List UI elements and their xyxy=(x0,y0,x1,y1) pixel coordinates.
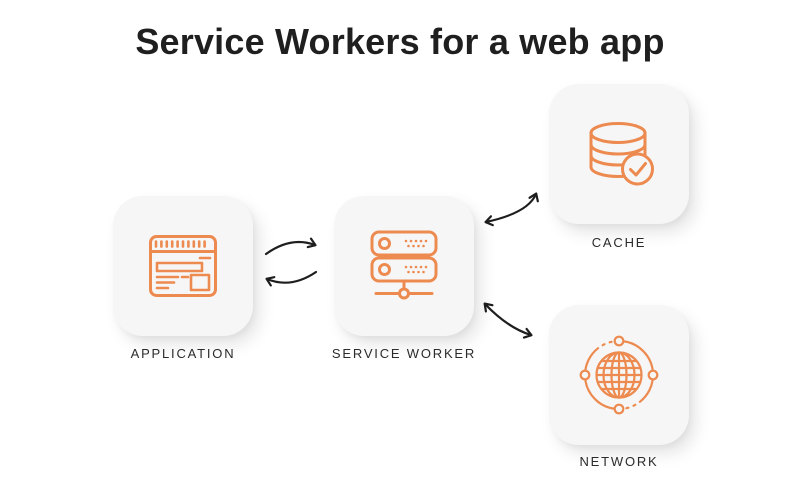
node-service-worker xyxy=(334,196,474,336)
checkmark-icon xyxy=(629,162,647,177)
server-stack-icon xyxy=(368,230,440,302)
label-cache: CACHE xyxy=(591,235,647,250)
database-check-icon xyxy=(584,120,654,188)
arrow-application-to-serviceworker xyxy=(264,237,317,256)
node-network xyxy=(549,305,689,445)
browser-window-icon xyxy=(149,234,217,298)
arrow-serviceworker-cache xyxy=(484,192,539,227)
page-title: Service Workers for a web app xyxy=(135,21,665,62)
arrow-serviceworker-network xyxy=(483,302,533,339)
label-service-worker: SERVICE WORKER xyxy=(331,346,477,361)
label-network: NETWORK xyxy=(579,454,659,469)
node-cache xyxy=(549,84,689,224)
node-application xyxy=(113,196,253,336)
arrow-serviceworker-to-application xyxy=(265,270,318,287)
globe-orbit-icon xyxy=(579,335,659,415)
label-application: APPLICATION xyxy=(130,346,236,361)
